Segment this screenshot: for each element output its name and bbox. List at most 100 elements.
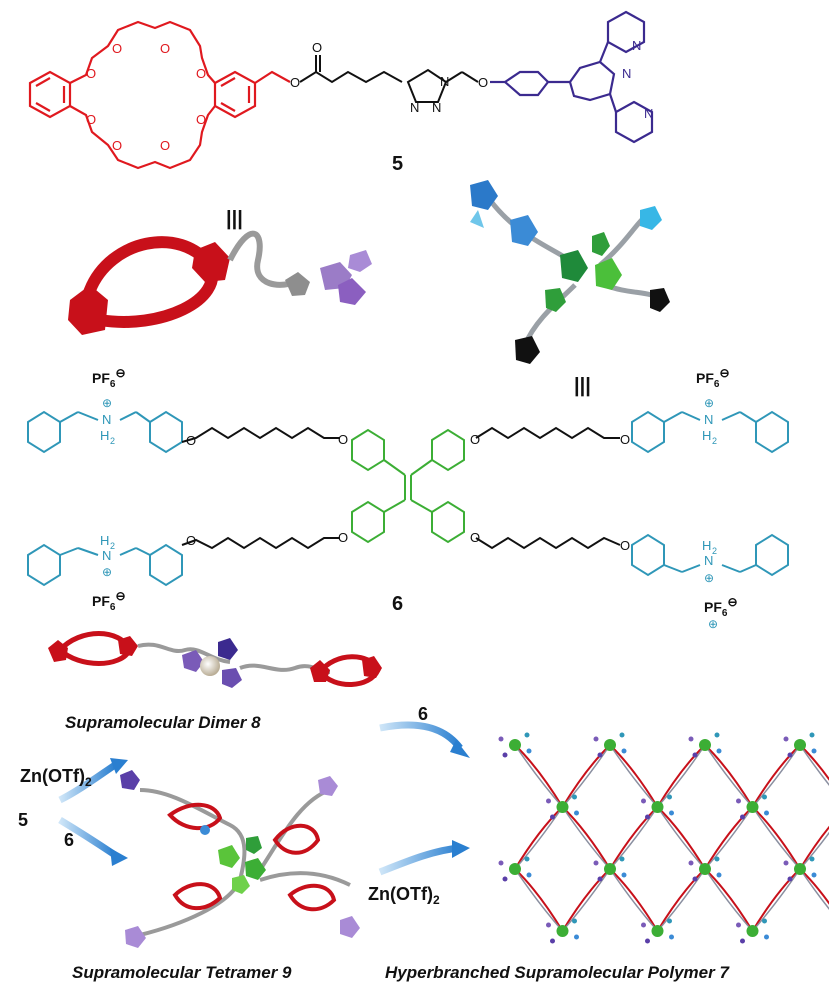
network-bead bbox=[550, 814, 555, 820]
network-bead bbox=[764, 810, 769, 816]
network-link bbox=[751, 806, 801, 870]
network-bead bbox=[762, 794, 767, 800]
network-link bbox=[561, 868, 611, 932]
ammonium-h-subscript: 2 bbox=[110, 436, 115, 446]
network-bead bbox=[526, 748, 532, 754]
network-bead bbox=[645, 938, 650, 944]
network-bead bbox=[667, 794, 672, 800]
ether-oxygen-label: O bbox=[186, 533, 196, 548]
network-bead bbox=[692, 876, 698, 882]
oxygen-label: O bbox=[196, 66, 206, 81]
ammonium-h-subscript: 2 bbox=[110, 541, 115, 551]
network-bead bbox=[572, 918, 577, 924]
terpyridine-structure bbox=[490, 10, 654, 144]
network-link bbox=[656, 744, 706, 808]
network-bead bbox=[811, 872, 817, 878]
pf6-labels: PF6⊖ PF6⊖ PF6⊖ PF6⊖ bbox=[92, 366, 738, 619]
network-bead bbox=[669, 934, 674, 940]
pf6-label: PF6⊖ bbox=[704, 595, 738, 619]
reaction-arrows bbox=[58, 721, 470, 876]
network-bead bbox=[692, 752, 698, 758]
network-link bbox=[799, 744, 829, 781]
network-bead bbox=[502, 876, 508, 882]
network-link bbox=[799, 868, 829, 905]
network-bead bbox=[597, 752, 603, 758]
crown-ether-structure bbox=[28, 20, 291, 170]
network-bead bbox=[502, 752, 508, 758]
network-link bbox=[656, 868, 706, 932]
oxygen-label: O bbox=[112, 138, 122, 153]
plus-charge: ⊕ bbox=[708, 617, 718, 631]
reagent-6: 6 bbox=[64, 830, 74, 850]
triazole-n-label: N bbox=[410, 100, 419, 115]
pyridine-n-label: N bbox=[632, 38, 641, 53]
network-bead bbox=[783, 736, 789, 742]
network-bead bbox=[593, 860, 599, 866]
network-link bbox=[609, 744, 659, 808]
network-node bbox=[556, 925, 569, 937]
compound-6-structure bbox=[27, 410, 789, 587]
reagent-5: 5 bbox=[18, 810, 28, 830]
network-bead bbox=[811, 748, 817, 754]
ether-oxygen-label: O bbox=[338, 530, 348, 545]
pf6-label: PF6⊖ bbox=[92, 589, 126, 613]
network-bead bbox=[574, 810, 579, 816]
network-link bbox=[561, 868, 611, 932]
network-link bbox=[514, 868, 564, 932]
network-link bbox=[609, 806, 659, 870]
network-link bbox=[561, 806, 611, 870]
network-link bbox=[514, 806, 564, 870]
ammonium-h-label: H bbox=[100, 533, 109, 548]
network-bead bbox=[524, 856, 530, 862]
network-link bbox=[751, 868, 801, 932]
network-bead bbox=[736, 922, 741, 928]
network-bead bbox=[597, 876, 603, 882]
network-bead bbox=[641, 798, 646, 804]
ester-oxygen-label: O bbox=[290, 75, 300, 90]
network-link bbox=[751, 868, 801, 932]
model-compound-6 bbox=[470, 180, 670, 364]
network-link bbox=[561, 744, 611, 808]
ammonium-h-subscript: 2 bbox=[712, 546, 717, 556]
zn-reagent-bottom: Zn(OTf)2 bbox=[368, 884, 440, 907]
dimer-8-model bbox=[48, 631, 382, 688]
tetramer-9-caption: Supramolecular Tetramer 9 bbox=[72, 963, 292, 982]
network-bead bbox=[787, 876, 793, 882]
network-bead bbox=[524, 732, 530, 738]
network-bead bbox=[498, 860, 504, 866]
linker-structure bbox=[299, 55, 479, 103]
network-bead bbox=[688, 736, 694, 742]
network-link bbox=[704, 868, 754, 932]
terpyridine-n-labels: N N N bbox=[622, 38, 653, 121]
network-link bbox=[751, 744, 801, 808]
network-link bbox=[514, 744, 564, 808]
network-link bbox=[799, 868, 829, 910]
network-node bbox=[699, 739, 711, 751]
network-link bbox=[609, 806, 659, 870]
network-link bbox=[704, 806, 754, 870]
network-node bbox=[651, 925, 664, 937]
network-link bbox=[751, 806, 801, 870]
network-bead bbox=[572, 794, 577, 800]
network-bead bbox=[526, 872, 532, 878]
network-bead bbox=[619, 732, 625, 738]
network-node bbox=[746, 801, 759, 813]
equivalence-mark: ||| bbox=[574, 375, 591, 397]
tetramer-9-model bbox=[120, 770, 360, 948]
ammonium-h-subscript: 2 bbox=[712, 436, 717, 446]
zn-reagent-left: Zn(OTf)2 bbox=[20, 766, 92, 789]
network-link bbox=[514, 806, 564, 870]
network-link bbox=[514, 868, 564, 932]
network-bead bbox=[714, 732, 720, 738]
network-bead bbox=[688, 860, 694, 866]
network-link bbox=[799, 825, 829, 870]
network-link bbox=[656, 806, 706, 870]
pf6-label: PF6⊖ bbox=[92, 366, 126, 390]
carbonyl-oxygen-label: O bbox=[312, 40, 322, 55]
network-bead bbox=[619, 856, 625, 862]
network-bead bbox=[546, 798, 551, 804]
linker-atoms: O O N N N O bbox=[290, 40, 488, 115]
ammonium-n-label: N bbox=[704, 412, 713, 427]
pyridine-n-label: N bbox=[622, 66, 631, 81]
